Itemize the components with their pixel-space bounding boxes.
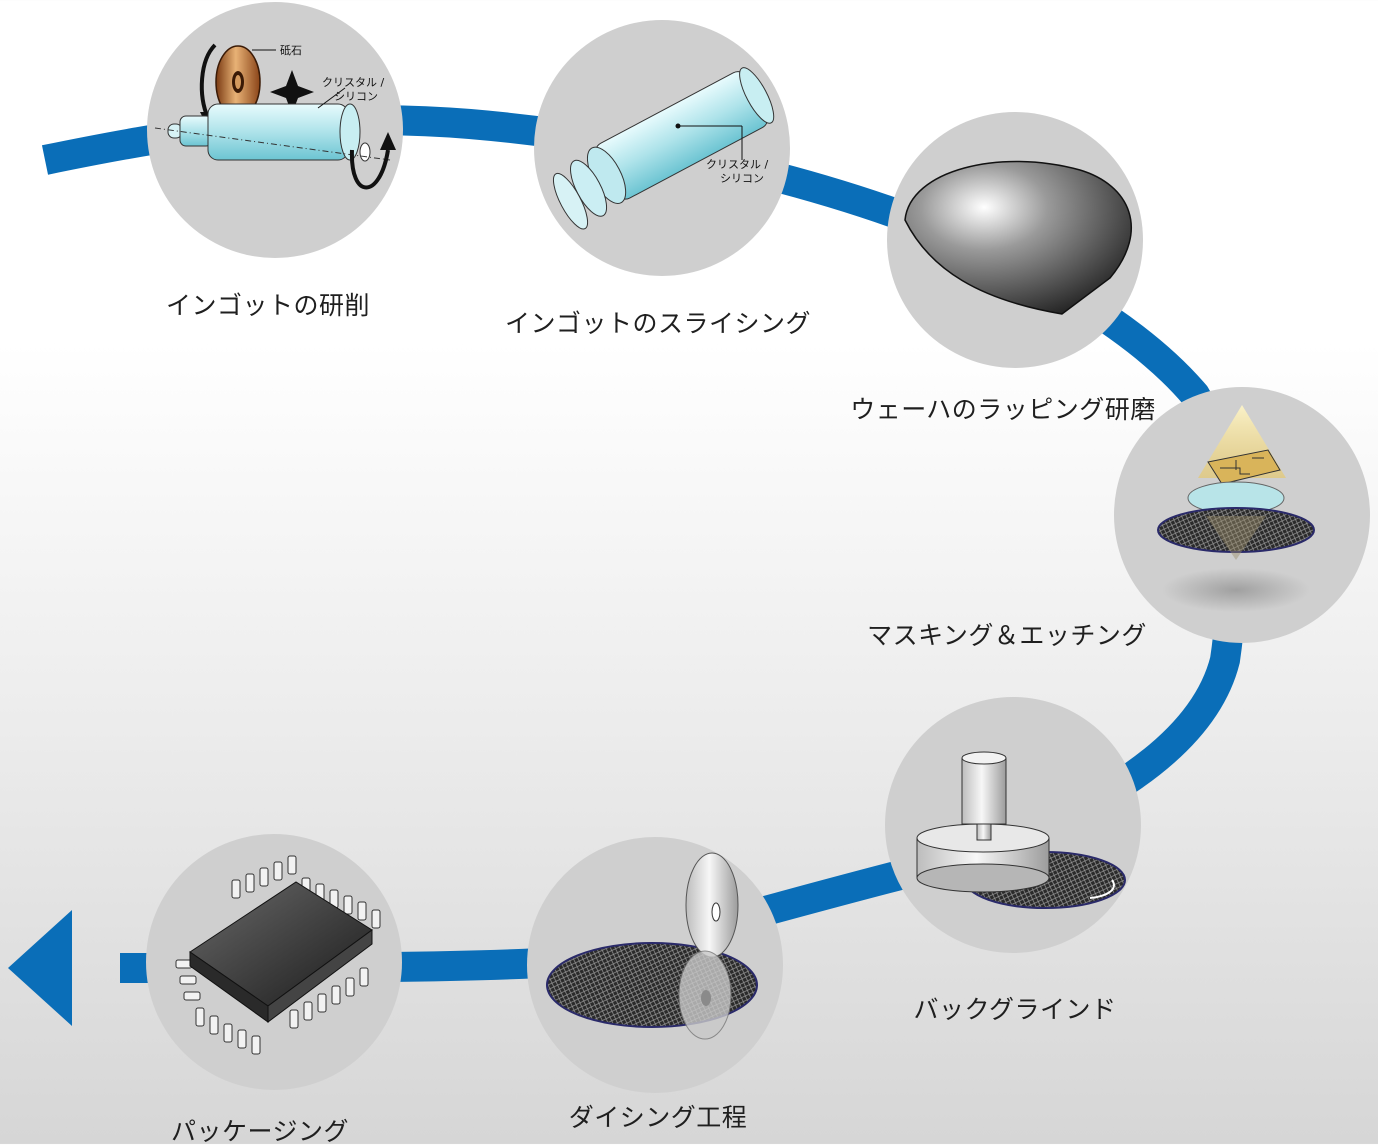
ingot-icon [154,103,391,162]
callout-crystal-line2: シリコン [334,90,378,103]
callout-grinding-stone: 砥石 [280,44,302,57]
step-label-ingot-grinding: インゴットの研削 [165,291,371,320]
callout-crystal-line1: クリスタル / [706,158,768,171]
step-masking-etching [1114,387,1370,643]
backgrind-head-icon [916,751,1050,893]
rotation-arrow-icon [349,149,390,190]
sliced-ingot-icon [552,67,775,230]
shadow [1162,568,1310,612]
callout-crystal-line2: シリコン [720,172,764,185]
step-label-ingot-slicing: インゴットのスライシング [504,309,812,338]
step-label-dicing: ダイシング工程 [568,1103,748,1132]
step-backgrind [885,697,1141,953]
step-ingot-slicing: クリスタル / シリコン [534,20,790,276]
sparkle-icon [270,70,314,114]
step-ingot-grinding: 砥石 クリスタル / シリコン [147,2,403,258]
step-label-wafer-lapping: ウェーハのラッピング研磨 [850,395,1156,424]
step-wafer-lapping [887,112,1143,368]
rotation-arrow-icon [199,43,217,119]
callout-crystal-line1: クリスタル / [322,76,384,89]
step-dicing [527,837,783,1093]
step-packaging [146,834,402,1090]
step-label-masking-etching: マスキング＆エッチング [867,621,1147,650]
flow-arrow-icon [8,910,72,1026]
wafer-icon [904,160,1132,315]
dicing-saw-icon [678,852,739,1040]
chip-package-icon [175,855,381,1055]
rotation-arrow-icon [1089,879,1115,899]
step-label-backgrind: バックグラインド [913,995,1117,1024]
step-label-packaging: パッケージング [170,1117,350,1146]
